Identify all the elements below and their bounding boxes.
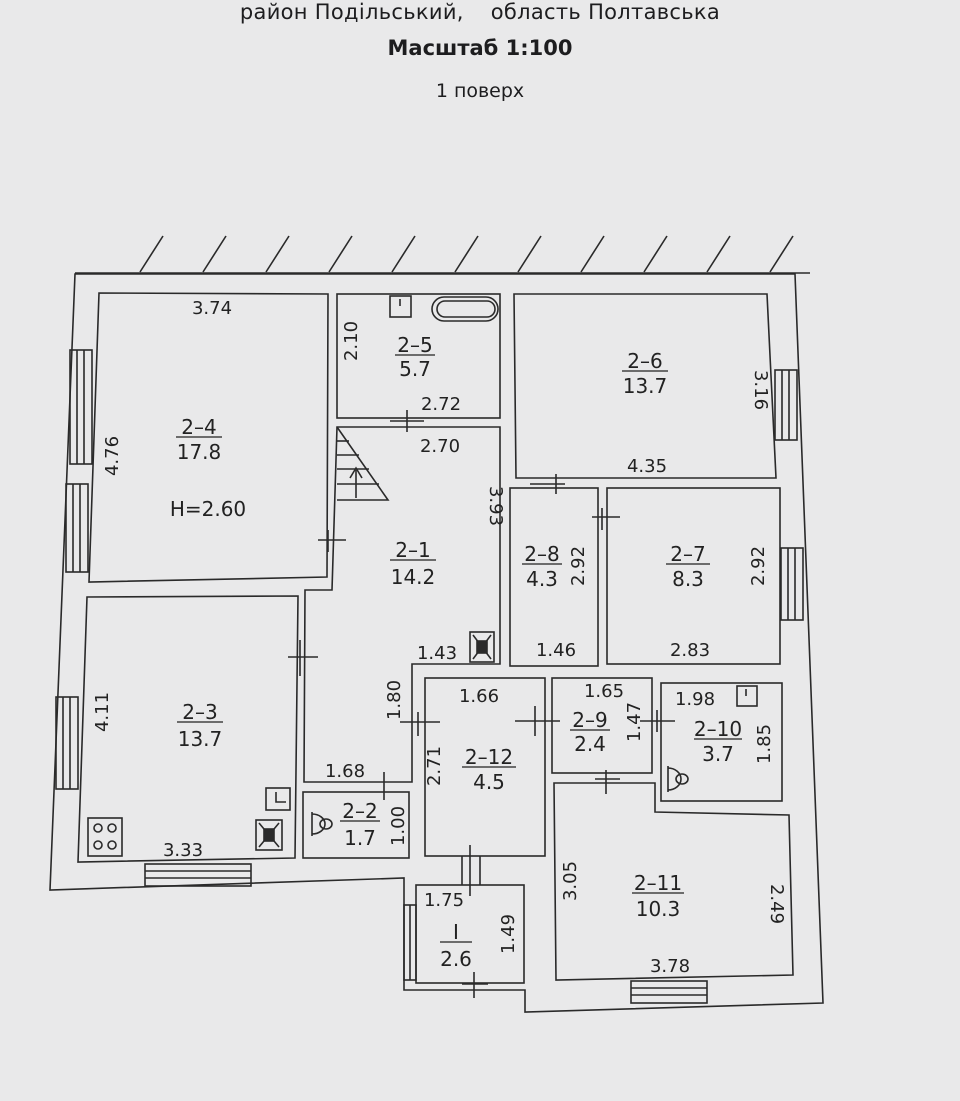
room-area: 13.7 — [178, 727, 223, 751]
dimension-label: 1.85 — [754, 724, 775, 764]
window-icon — [65, 483, 89, 573]
dimension-label: 1.49 — [498, 914, 519, 954]
dimension-label: 2.92 — [748, 546, 769, 586]
sink-icon — [736, 685, 758, 707]
room-area: 1.7 — [344, 826, 376, 850]
room-area: 2.4 — [574, 732, 606, 756]
room-id: 2–5 — [397, 333, 432, 357]
dimension-label: 2.10 — [341, 321, 362, 361]
region-label: область Полтавська — [490, 0, 721, 24]
dimension-label: 1.68 — [325, 761, 365, 782]
room-id: 2–9 — [572, 708, 607, 732]
room-2-12-outline — [424, 677, 546, 857]
window-icon — [780, 547, 804, 621]
dimension-label: 1.80 — [384, 680, 405, 720]
room-2-3-outline — [77, 595, 299, 863]
room-id: 2–1 — [395, 538, 430, 562]
room-area: 13.7 — [623, 374, 668, 398]
dimension-label: 2.72 — [421, 394, 461, 415]
dimension-label: 2.49 — [766, 884, 787, 924]
dimension-label: 1.65 — [584, 681, 624, 702]
room-id: 2–7 — [670, 542, 705, 566]
dimension-label: 2.71 — [424, 746, 445, 786]
window-icon — [630, 980, 708, 1004]
door-marks — [288, 410, 675, 998]
room-id: I — [453, 920, 459, 944]
bathtub-icon — [431, 296, 499, 322]
room-2-7-outline — [606, 487, 781, 665]
room-2-8-outline — [509, 487, 599, 667]
dimension-label: 4.76 — [102, 436, 123, 476]
boiler-icon — [255, 819, 283, 851]
room-area: 17.8 — [177, 440, 222, 464]
room-2-4-outline — [88, 292, 329, 583]
window-icon — [774, 369, 798, 441]
room-area: 3.7 — [702, 742, 734, 766]
dimension-label: 4.35 — [627, 456, 667, 477]
dimension-label: 3.93 — [485, 486, 506, 526]
room-id: 2–6 — [627, 349, 662, 373]
boiler-icon — [469, 631, 495, 663]
room-id: 2–2 — [342, 799, 377, 823]
sink-icon — [389, 295, 412, 318]
window-icon — [144, 863, 252, 887]
window-icon — [55, 696, 79, 790]
room-id: 2–4 — [181, 415, 216, 439]
room-id: 2–10 — [694, 717, 742, 741]
room-id: 2–12 — [465, 745, 513, 769]
dimension-label: 3.33 — [163, 840, 203, 861]
dimension-label: 3.74 — [192, 298, 232, 319]
header-location: район Подільський, область Полтавська — [0, 0, 960, 24]
dimension-label: 2.92 — [568, 546, 589, 586]
district-label: район Подільський, — [239, 0, 464, 24]
dimension-label: 3.16 — [750, 370, 771, 410]
dimension-label: 1.00 — [388, 806, 409, 846]
dimension-label: 2.70 — [420, 436, 460, 457]
sink-icon — [265, 787, 291, 811]
toilet-icon — [311, 812, 333, 836]
room-2-5-outline — [336, 293, 501, 419]
room-area: 4.3 — [526, 567, 558, 591]
dimension-labels: 3.74 4.76 2.10 2.72 2.70 3.93 3.16 4.35 … — [92, 298, 787, 977]
room-2-6-outline — [513, 293, 777, 479]
room-2-1-outline — [303, 426, 501, 783]
dimension-label: 1.43 — [417, 643, 457, 664]
dimension-label: 1.66 — [459, 686, 499, 707]
room-area: 14.2 — [391, 565, 436, 589]
dimension-label: 1.46 — [536, 640, 576, 661]
dimension-label: 1.47 — [624, 702, 645, 742]
room-id: 2–8 — [524, 542, 559, 566]
ceiling-height: H=2.60 — [170, 497, 246, 521]
dimension-label: 1.75 — [424, 890, 464, 911]
stove-icon — [87, 817, 123, 857]
room-2-9-outline — [551, 677, 653, 774]
room-area: 4.5 — [473, 770, 505, 794]
room-area: 8.3 — [672, 567, 704, 591]
window-icon — [69, 349, 93, 465]
toilet-icon — [667, 766, 689, 792]
room-labels: 2–4 17.8 2–5 5.7 2–6 13.7 2–1 14.2 2–8 4… — [170, 333, 742, 971]
window-icon — [403, 904, 417, 981]
room-2-2-outline — [302, 791, 410, 859]
room-area: 2.6 — [440, 947, 472, 971]
dimension-label: 2.83 — [670, 640, 710, 661]
room-2-10-outline — [660, 682, 783, 802]
dimension-label: 1.98 — [675, 689, 715, 710]
room-id: 2–11 — [634, 871, 682, 895]
staircase-icon — [336, 426, 390, 501]
room-area: 5.7 — [399, 357, 431, 381]
room-id: 2–3 — [182, 700, 217, 724]
dimension-label: 3.78 — [650, 956, 690, 977]
dimension-label: 4.11 — [92, 692, 113, 732]
exterior-hatching — [75, 235, 810, 274]
dimension-label: 3.05 — [560, 861, 581, 901]
floor-label: 1 поверх — [435, 80, 525, 102]
room-area: 10.3 — [636, 897, 681, 921]
room-2-11-outline — [553, 782, 794, 981]
scale-label: Масштаб 1:100 — [387, 36, 573, 60]
